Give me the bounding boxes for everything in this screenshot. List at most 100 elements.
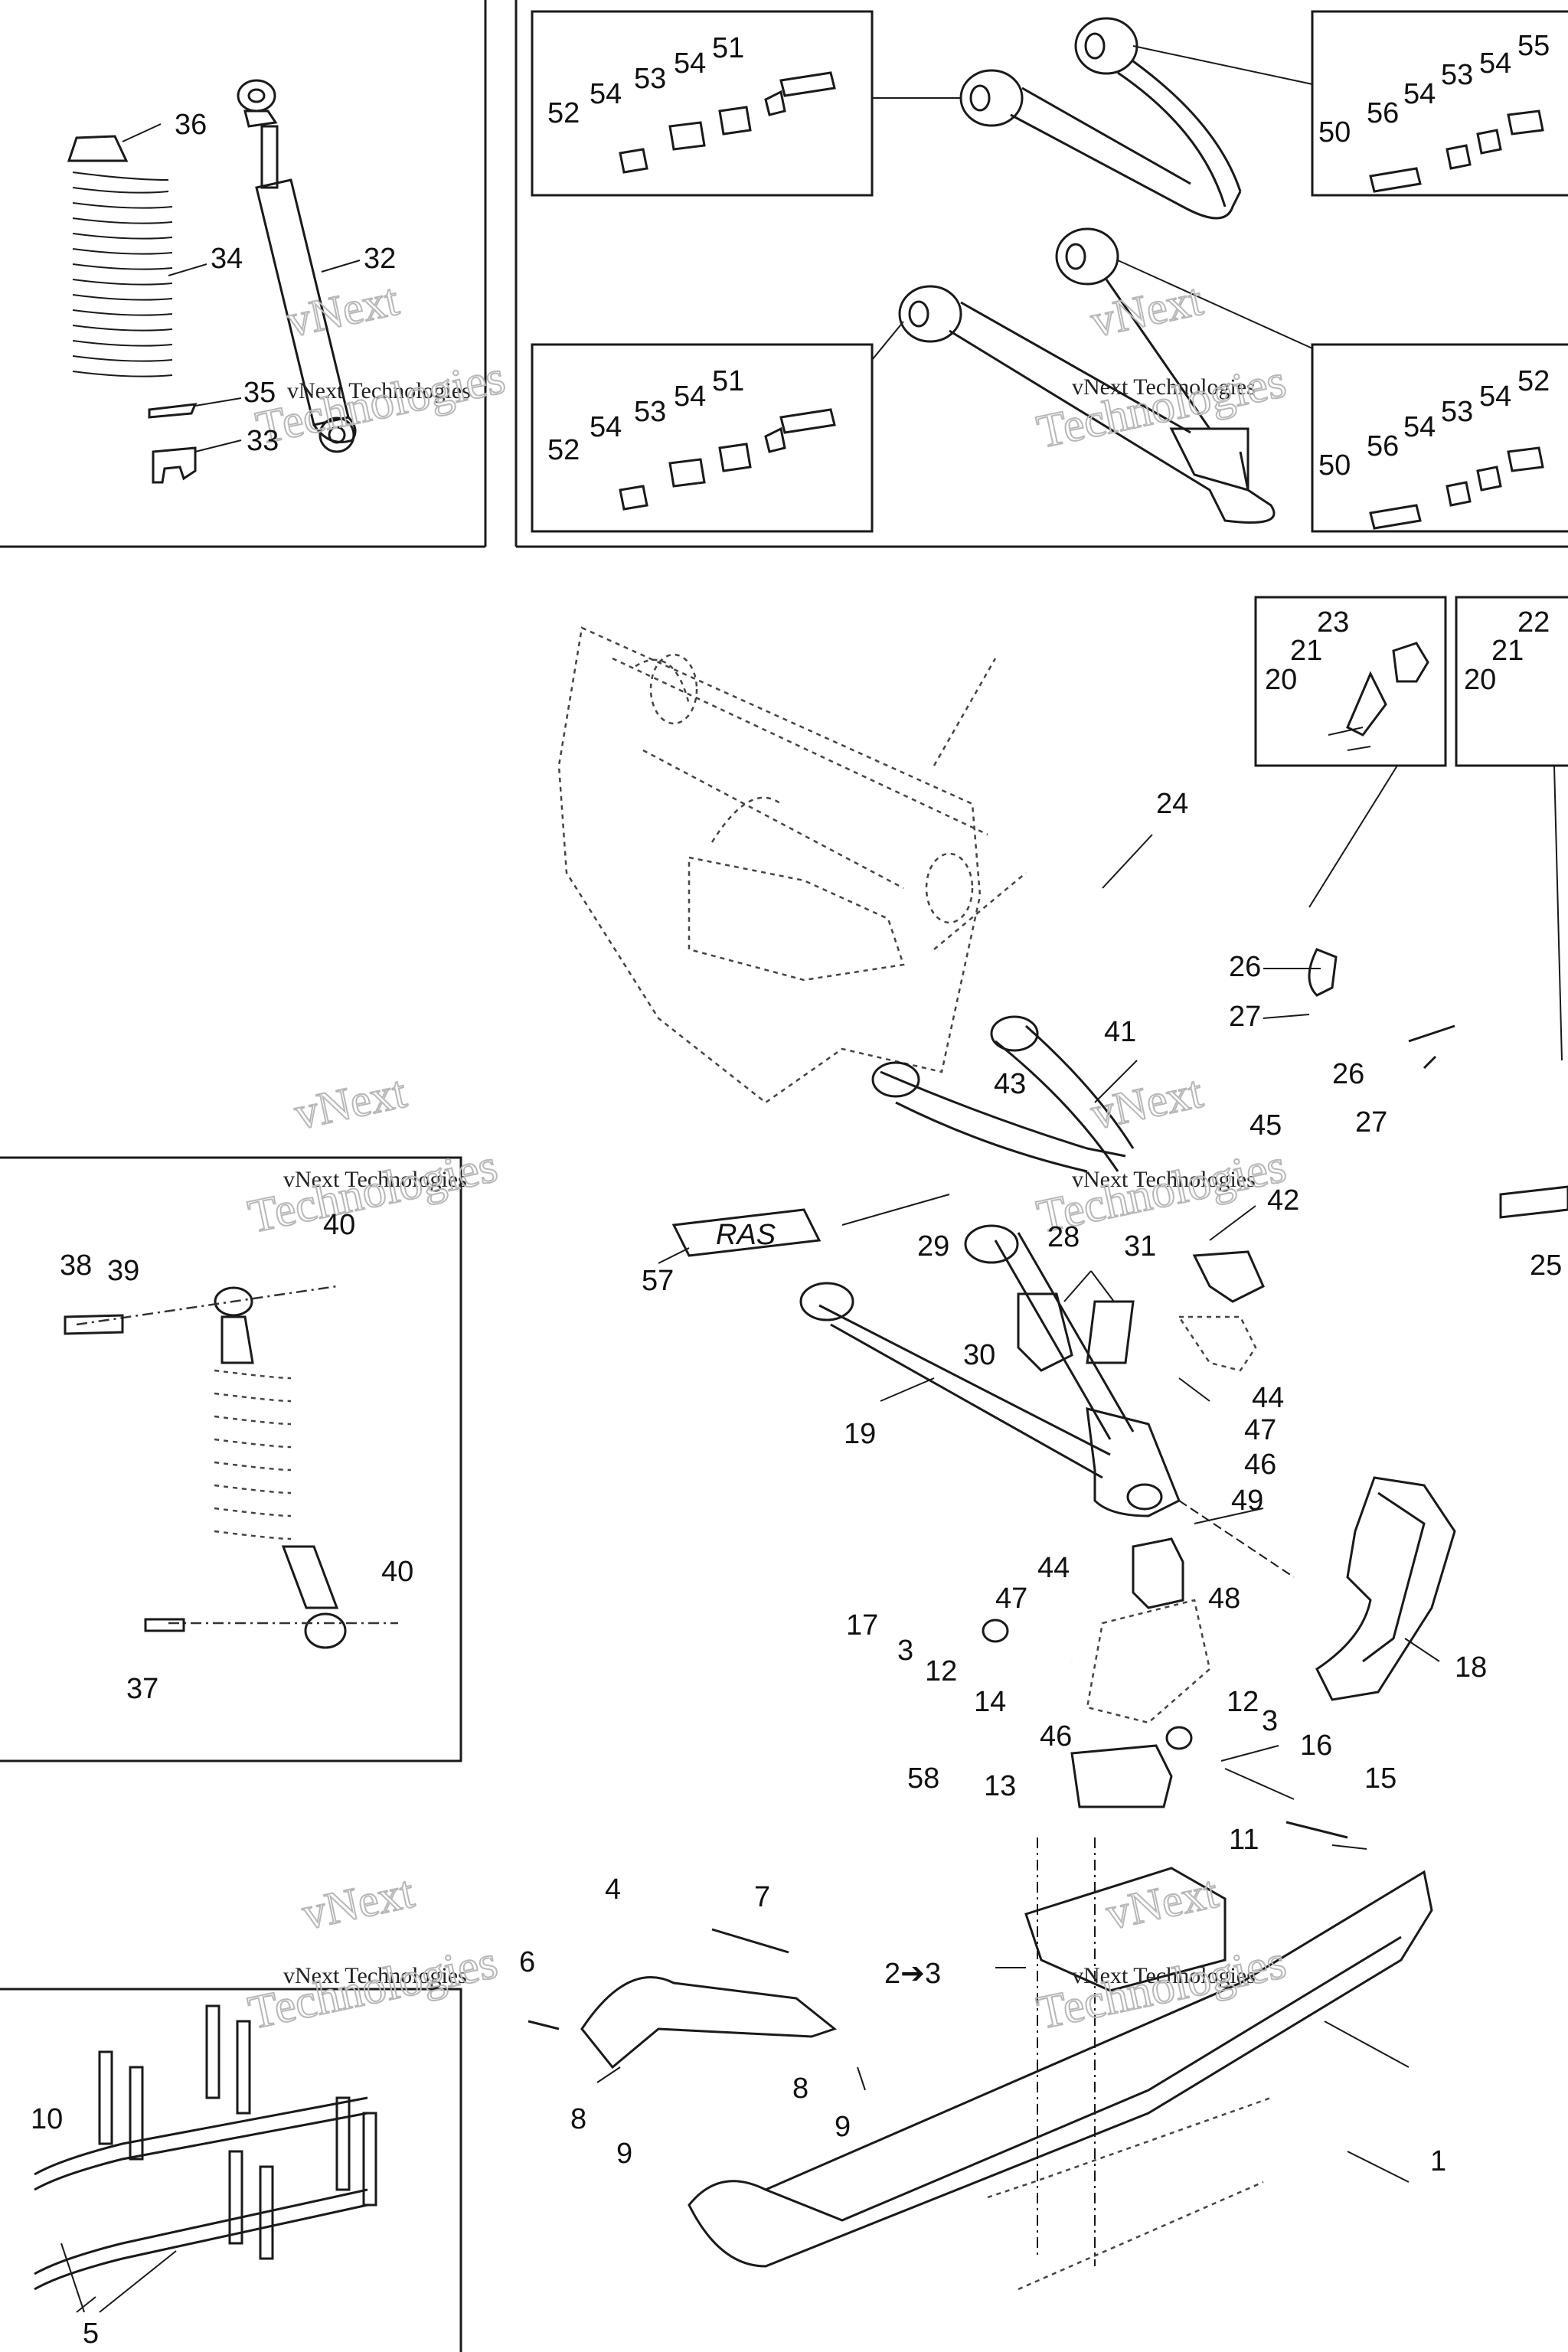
carbide-runners: [34, 2004, 377, 2291]
callout-47: 47: [1244, 1414, 1276, 1446]
callout-42: 42: [1267, 1184, 1299, 1217]
callout-53: 53: [634, 63, 666, 95]
callout-52: 52: [547, 434, 580, 466]
svg-text:vNext: vNext: [1086, 274, 1207, 347]
callout-38: 38: [60, 1250, 92, 1282]
callout-8: 8: [792, 2073, 808, 2105]
callout-25: 25: [1530, 1250, 1562, 1282]
callout-55: 55: [1517, 30, 1550, 62]
callout-53: 53: [634, 396, 666, 428]
upper-a-arm-group: [531, 10, 1568, 533]
callout-54: 54: [590, 78, 622, 110]
callout-23: 23: [1317, 606, 1349, 639]
callout-10: 10: [31, 2103, 63, 2135]
callout-53: 53: [1441, 59, 1473, 91]
callout-50: 50: [1318, 116, 1351, 149]
callout-14: 14: [974, 1686, 1006, 1718]
svg-text:vNext Technologies: vNext Technologies: [1072, 374, 1256, 400]
callout-6: 6: [519, 1946, 535, 1978]
callout-54: 54: [674, 381, 706, 413]
svg-text:Technologies: Technologies: [1033, 355, 1291, 459]
svg-text:vNext Technologies: vNext Technologies: [1072, 1167, 1256, 1192]
callout-21: 21: [1491, 635, 1524, 667]
callout-29: 29: [917, 1230, 949, 1263]
callout-9: 9: [835, 2111, 851, 2143]
svg-text:vNext Technologies: vNext Technologies: [1072, 1963, 1256, 1988]
callout-46: 46: [1244, 1449, 1276, 1481]
callout-47: 47: [995, 1583, 1027, 1615]
callout-22: 22: [1517, 606, 1550, 639]
callout-40: 40: [381, 1556, 413, 1588]
svg-text:Technologies: Technologies: [1033, 1936, 1291, 2040]
svg-text:vNext: vNext: [1102, 1867, 1222, 1939]
callout-50: 50: [1318, 449, 1351, 482]
svg-text:vNext Technologies: vNext Technologies: [287, 378, 471, 403]
svg-text:vNext Technologies: vNext Technologies: [283, 1167, 467, 1192]
callout-56: 56: [1367, 97, 1399, 129]
callout-27: 27: [1229, 1001, 1261, 1033]
callout-44: 44: [1037, 1552, 1070, 1584]
callout-54: 54: [590, 411, 622, 443]
callout-44: 44: [1252, 1382, 1284, 1414]
chassis-frame: [557, 626, 1027, 1104]
callout-49: 49: [1231, 1485, 1263, 1517]
rms-logo: RAS: [671, 1208, 822, 1257]
callout-41: 41: [1104, 1016, 1136, 1048]
callout-52: 52: [547, 97, 580, 129]
front-a-arms: [799, 1015, 1265, 1517]
callout-11: 11: [1229, 1824, 1259, 1856]
callout-51: 51: [712, 365, 744, 397]
callout-4: 4: [605, 1873, 621, 1906]
callout-9: 9: [616, 2138, 632, 2170]
callout-20: 20: [1464, 664, 1496, 696]
callout-26: 26: [1229, 951, 1261, 983]
callout-28: 28: [1047, 1221, 1080, 1253]
callout-15: 15: [1364, 1762, 1396, 1795]
callout-21: 21: [1290, 635, 1322, 667]
shock-assembly-mid: [64, 1285, 398, 1649]
svg-text:Technologies: Technologies: [244, 1140, 502, 1243]
callout-57: 57: [642, 1265, 674, 1297]
callout-27: 27: [1355, 1106, 1387, 1138]
callout-39: 39: [107, 1255, 139, 1287]
svg-text:vNext: vNext: [283, 274, 403, 347]
callout-33: 33: [247, 425, 279, 457]
svg-text:vNext Technologies: vNext Technologies: [283, 1963, 467, 1988]
callout-54: 54: [1479, 381, 1511, 413]
sway-bar-group: [1054, 596, 1568, 1219]
callout-40: 40: [323, 1209, 355, 1241]
callout-3: 3: [897, 1635, 913, 1667]
callout-45: 45: [1250, 1109, 1282, 1142]
callout-7: 7: [754, 1881, 770, 1913]
callout-51: 51: [712, 32, 744, 64]
callout-13: 13: [984, 1770, 1016, 1802]
callout-3: 3: [1262, 1705, 1278, 1737]
callout-30: 30: [963, 1339, 995, 1371]
callout-53: 53: [1441, 396, 1473, 428]
callout-5: 5: [83, 2318, 99, 2350]
callout-1: 1: [1430, 2145, 1446, 2177]
callout-19: 19: [844, 1418, 876, 1450]
callout-35: 35: [243, 377, 276, 409]
svg-text:vNext: vNext: [290, 1067, 410, 1139]
callout-12: 12: [925, 1655, 957, 1687]
callout-46: 46: [1040, 1720, 1072, 1753]
callout-12: 12: [1227, 1686, 1259, 1718]
callout-18: 18: [1455, 1651, 1487, 1684]
callout-16: 16: [1300, 1730, 1332, 1762]
svg-text:Technologies: Technologies: [244, 1936, 502, 2040]
callout-20: 20: [1265, 664, 1297, 696]
callout-52: 52: [1517, 365, 1550, 397]
svg-text:vNext: vNext: [298, 1867, 418, 1939]
callout-43: 43: [994, 1068, 1026, 1100]
callout-54: 54: [1479, 47, 1511, 80]
callout-37: 37: [126, 1673, 158, 1705]
callout-58: 58: [907, 1762, 939, 1795]
callout-54: 54: [1403, 411, 1436, 443]
svg-text:RAS: RAS: [716, 1219, 776, 1251]
callout-labels: 36 34 32 35 33 51 52 54 53 54 51 52 54 5…: [31, 30, 1562, 2350]
callout-8: 8: [570, 2103, 586, 2135]
callout-32: 32: [364, 243, 396, 275]
callout-54: 54: [674, 47, 706, 80]
